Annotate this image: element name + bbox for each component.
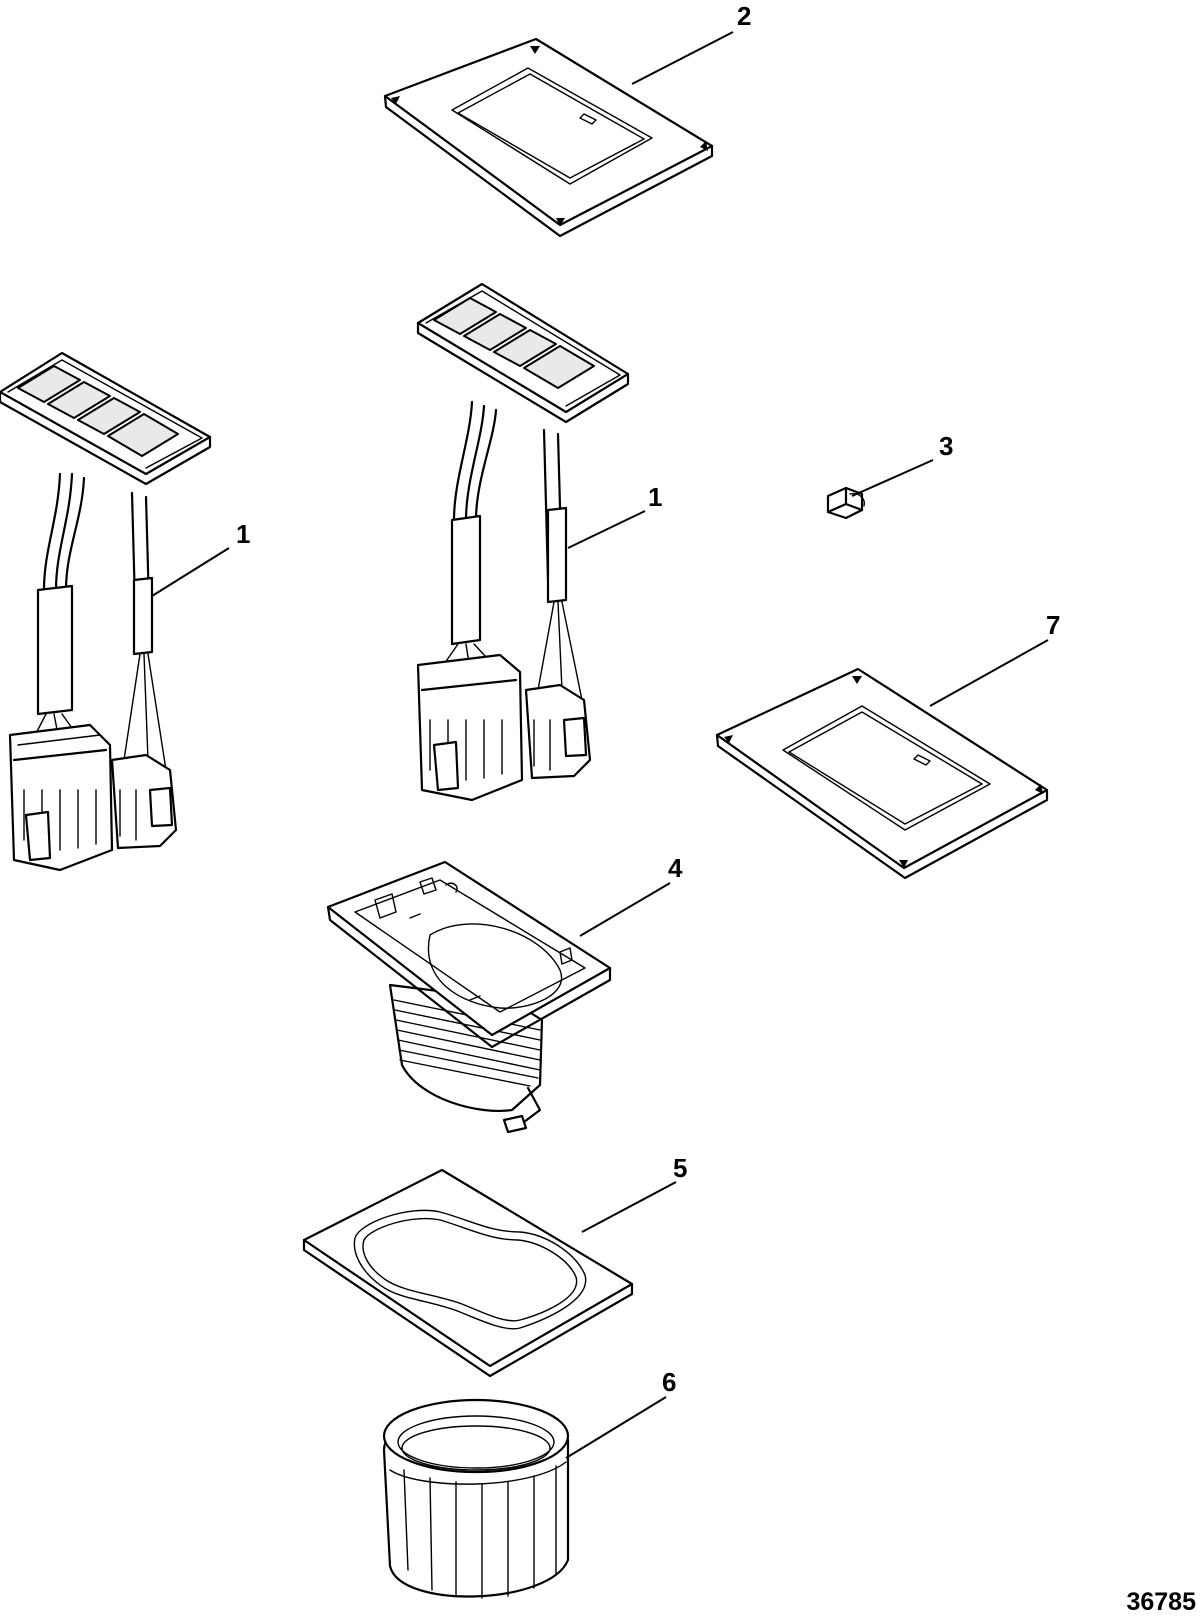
- callout-7: 7: [1046, 610, 1060, 640]
- callout-6: 6: [662, 1367, 676, 1397]
- callout-labels: 2 1 1 3 7 4 5 6 36785: [236, 1, 1196, 1616]
- part-1-switch-panel-middle: [416, 282, 630, 802]
- part-1-switch-panel-left: [0, 351, 212, 872]
- callout-5: 5: [673, 1153, 687, 1183]
- part-4-housing: [326, 860, 612, 1134]
- callout-1b: 1: [648, 482, 662, 512]
- callout-2: 2: [737, 1, 751, 31]
- part-5-gasket: [302, 1168, 634, 1378]
- part-2-bezel: [383, 37, 714, 238]
- callout-1a: 1: [236, 519, 250, 549]
- leader-lines: [151, 31, 1049, 1459]
- part-6-nut: [382, 1398, 570, 1599]
- part-7-bezel: [715, 667, 1049, 880]
- callout-4: 4: [668, 853, 683, 883]
- callout-3: 3: [939, 431, 953, 461]
- figure-number: 36785: [1126, 1588, 1196, 1616]
